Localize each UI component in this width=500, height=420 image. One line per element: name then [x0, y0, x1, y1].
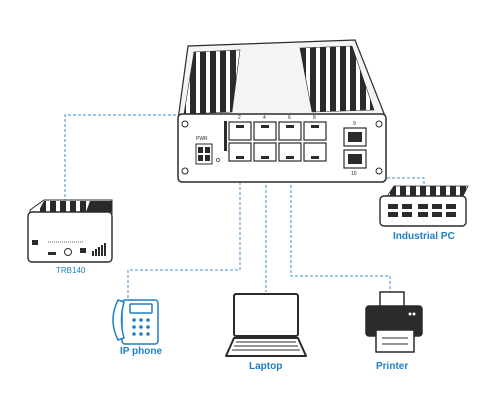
port-number: 9 [353, 121, 356, 127]
screw [375, 120, 383, 128]
link-router [64, 114, 181, 200]
router-label: TRB140 [56, 266, 86, 275]
port-number: 10 [351, 171, 357, 177]
laptop-screen [233, 293, 299, 337]
industrial-pc-body [379, 195, 467, 227]
screw [375, 167, 383, 175]
phone-screen [129, 303, 153, 314]
industrial-pc-label: Industrial PC [393, 231, 455, 242]
link-ip-phone [127, 152, 241, 300]
printer [365, 291, 423, 353]
laptop-label: Laptop [249, 361, 283, 372]
switch-heatsink-left [183, 49, 241, 115]
rj45-port [253, 121, 277, 141]
ip-phone-label: IP phone [120, 346, 163, 357]
link-printer [290, 150, 391, 292]
rj45-port [303, 142, 327, 162]
port-number: 2 [238, 115, 241, 121]
laptop [225, 293, 307, 357]
rj45-port [253, 142, 277, 162]
port-number: 8 [313, 115, 316, 121]
rj45-port [303, 121, 327, 141]
switch-heatsink-right [299, 45, 375, 113]
ip-phone [112, 299, 159, 345]
rj45-port [278, 142, 302, 162]
pwr-label: PWR [196, 136, 208, 142]
printer-label: Printer [376, 361, 409, 372]
rj45-port [228, 121, 252, 141]
rj45-ports [228, 121, 327, 162]
router-body [27, 211, 113, 263]
industrial-switch: PWR 2 4 6 8 9 10 [177, 39, 387, 183]
industrial-pc [379, 185, 469, 227]
trb140-router [27, 199, 113, 263]
laptop-keyboard [225, 337, 307, 357]
printer-paper-out [375, 329, 415, 353]
phone-handset [112, 299, 125, 341]
port-number: 4 [263, 115, 266, 121]
screw [181, 120, 189, 128]
router-heatsink [38, 201, 90, 212]
rj45-port [278, 121, 302, 141]
rj45-port [228, 142, 252, 162]
screw [181, 167, 189, 175]
port-number: 6 [288, 115, 291, 121]
